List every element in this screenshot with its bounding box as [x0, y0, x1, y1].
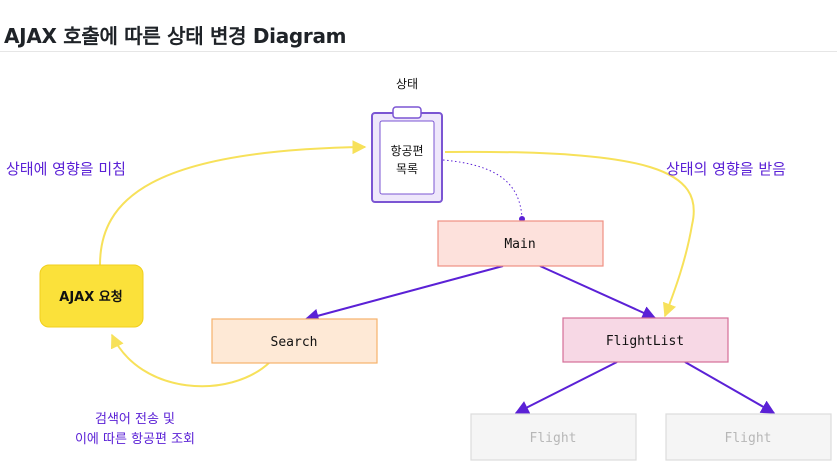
- flight-node-left: [470, 413, 637, 461]
- flight-label-right: Flight: [725, 431, 772, 446]
- page-title: AJAX 호출에 따른 상태 변경 Diagram: [4, 24, 347, 48]
- edge-main-search: [304, 265, 504, 323]
- ajax-request-label: AJAX 요청: [59, 289, 122, 305]
- main-node: [437, 220, 604, 267]
- clipboard-icon: [371, 106, 443, 203]
- edge-flightlist-flight-left: [514, 361, 618, 414]
- main-label: Main: [504, 237, 535, 252]
- search-note-line1: 검색어 전송 및: [95, 412, 175, 427]
- edge-main-flightlist: [539, 265, 657, 320]
- state-caption: 상태: [396, 77, 418, 91]
- search-node: [211, 318, 378, 364]
- search-label: Search: [271, 335, 318, 350]
- title-divider: [0, 51, 837, 52]
- flight-label-left: Flight: [530, 431, 577, 446]
- affects-arrow: [99, 140, 367, 266]
- search-note-line2: 이에 따른 항공편 조회: [75, 432, 195, 447]
- state-label-line1: 항공편: [390, 144, 423, 158]
- affected-label: 상태의 영향을 받음: [666, 160, 786, 178]
- affects-label: 상태에 영향을 미침: [6, 160, 126, 178]
- state-link: [442, 159, 523, 219]
- state-label-line2: 목록: [396, 162, 418, 176]
- edge-flightlist-flight-right: [684, 361, 776, 414]
- flightlist-node: [562, 317, 729, 363]
- affected-arrow: [444, 150, 695, 318]
- flightlist-label: FlightList: [606, 334, 684, 349]
- ajax-request-node: [39, 264, 144, 328]
- request-arrow: [111, 333, 271, 388]
- flight-node-right: [665, 413, 832, 461]
